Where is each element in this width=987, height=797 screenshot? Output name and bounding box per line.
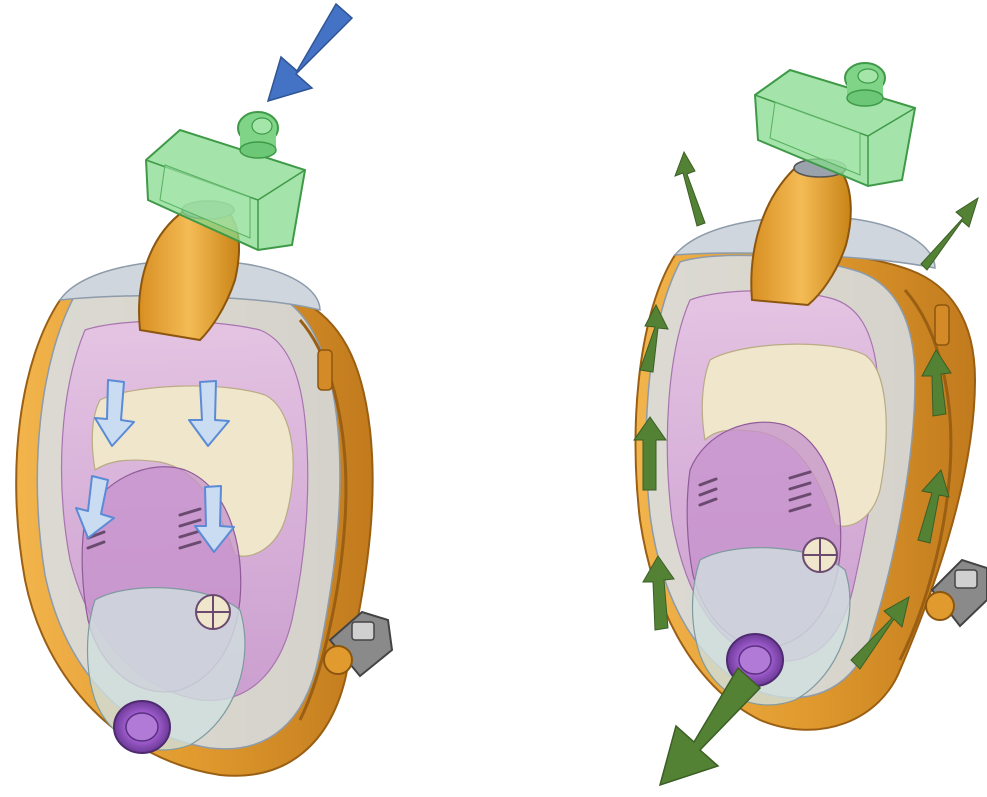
- intake-arrow: [268, 4, 352, 101]
- frame-slot-left: [318, 350, 332, 390]
- inhale-port-icon: [196, 595, 230, 629]
- exhalation-panel: [634, 63, 987, 785]
- mask-left: [16, 112, 392, 776]
- inhalation-panel: [16, 4, 392, 776]
- leak-arrow-top-right: [921, 198, 978, 270]
- exhaust-arrow: [660, 668, 760, 785]
- frame-slot-right: [935, 305, 949, 345]
- inhale-port-right-icon: [803, 538, 837, 572]
- exhale-valve-icon: [114, 701, 170, 753]
- filter-cartridge-right-icon: [755, 63, 915, 186]
- leak-arrow-top-left: [675, 152, 705, 226]
